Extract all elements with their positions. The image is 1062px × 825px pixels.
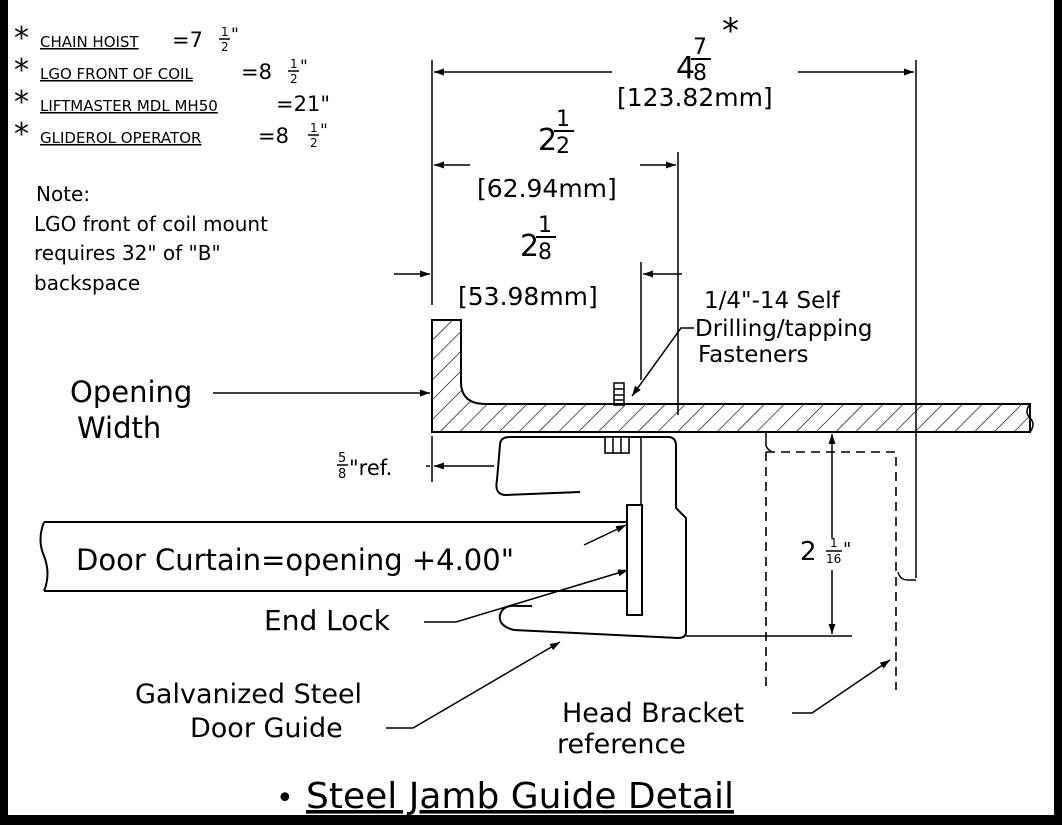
dim-mm: [53.98mm] (458, 282, 598, 311)
note-frac-num: 1 (290, 57, 298, 71)
dimension-2-half: 2 1 2 [62.94mm] (434, 107, 679, 415)
dimension-overall: 4 7 8 * [123.82mm] (431, 11, 917, 415)
steel-jamb (431, 319, 1034, 433)
dim-mm: [123.82mm] (617, 83, 773, 112)
head-bracket-reference (765, 415, 917, 690)
dim-mm: [62.94mm] (477, 174, 617, 203)
note-frac-num: 1 (221, 25, 229, 39)
note-star: * (14, 53, 29, 88)
vert-suffix: " (843, 539, 851, 560)
note-suffix: " (231, 25, 239, 45)
note-star: * (14, 85, 29, 120)
vert-frac-num: 1 (830, 536, 838, 550)
note-label: CHAIN HOIST (40, 33, 139, 51)
dimension-2-eighth: 2 1 8 [53.98mm] (394, 213, 682, 380)
end-lock-text: End Lock (264, 604, 391, 637)
ref-label: "ref. (349, 456, 392, 480)
vert-whole: 2 (800, 537, 817, 567)
note-value: =8 (241, 60, 272, 84)
opening-width-label: Opening Width (70, 375, 430, 445)
door-curtain: Door Curtain=opening +4.00" (39, 504, 643, 616)
end-lock-label: End Lock (264, 569, 629, 637)
guide-text: Door Guide (190, 713, 343, 744)
dim-star: * (722, 11, 739, 51)
spec-note-liftmaster: * LIFTMASTER MDL MH50 =21" (14, 85, 330, 120)
spec-notes: * CHAIN HOIST =7 1 2 " * LGO FRONT OF CO… (14, 21, 330, 295)
fastener-label: Drilling/tapping (695, 316, 873, 342)
nut-icon (604, 436, 630, 454)
note-value: =7 (172, 28, 203, 52)
bracket-label: Head Bracket (562, 698, 744, 729)
fastener-label: 1/4"-14 Self (704, 288, 841, 314)
dim-frac-den: 8 (538, 240, 552, 265)
dim-frac-num: 1 (556, 107, 570, 132)
head-bracket-label: Head Bracket reference (557, 659, 891, 760)
fastener-icon (613, 382, 625, 406)
note-value: =21" (276, 92, 330, 116)
guide-text: Galvanized Steel (135, 679, 362, 710)
end-lock-plate (626, 504, 643, 616)
spec-note-gliderol: * GLIDEROL OPERATOR =8 1 2 " (14, 117, 328, 152)
page-title: Steel Jamb Guide Detail (306, 776, 734, 817)
guide-label: Galvanized Steel Door Guide (135, 641, 561, 744)
note-suffix: " (320, 121, 328, 141)
door-guide (495, 436, 687, 640)
note-label: GLIDEROL OPERATOR (40, 129, 201, 147)
note-frac-den: 2 (290, 72, 298, 86)
ref-frac-den: 8 (338, 467, 346, 482)
opening-label: Width (77, 411, 161, 445)
opening-label: Opening (70, 375, 192, 409)
dimension-ref: 5 8 "ref. (337, 436, 494, 482)
note-value: =8 (258, 124, 289, 148)
note-frac-den: 2 (310, 136, 318, 150)
note-suffix: " (300, 57, 308, 77)
spec-note-lgo-front: * LGO FRONT OF COIL =8 1 2 " (14, 53, 308, 88)
note-title: Note: (36, 182, 90, 206)
note-label: LGO FRONT OF COIL (40, 65, 193, 83)
dim-whole: 4 (676, 51, 695, 86)
note-frac-num: 1 (310, 121, 318, 135)
vert-frac-den: 16 (826, 552, 841, 566)
note-star: * (14, 21, 29, 56)
fastener-label: Fasteners (698, 342, 809, 368)
dim-frac-num: 1 (538, 213, 552, 238)
drawing-title: • Steel Jamb Guide Detail (276, 776, 734, 817)
bracket-label: reference (557, 729, 686, 760)
note-line: requires 32" of "B" (34, 241, 221, 265)
curtain-label: Door Curtain=opening +4.00" (76, 543, 514, 577)
note-frac-den: 2 (221, 40, 229, 54)
dim-whole: 2 (538, 123, 557, 158)
dim-frac-den: 8 (693, 61, 707, 86)
dim-frac-den: 2 (556, 134, 570, 159)
fastener-callout: 1/4"-14 Self Drilling/tapping Fasteners (613, 288, 873, 406)
ref-frac-num: 5 (338, 451, 346, 466)
note-line: backspace (34, 271, 140, 295)
note-label: LIFTMASTER MDL MH50 (40, 97, 218, 115)
title-bullet: • (276, 781, 294, 816)
note-star: * (14, 117, 29, 152)
spec-note-chain-hoist: * CHAIN HOIST =7 1 2 " (14, 21, 239, 56)
note-line: LGO front of coil mount (34, 212, 268, 236)
dim-whole: 2 (520, 229, 539, 264)
dim-frac-num: 7 (693, 35, 707, 60)
dimension-vertical: 2 1 16 " (686, 432, 852, 637)
